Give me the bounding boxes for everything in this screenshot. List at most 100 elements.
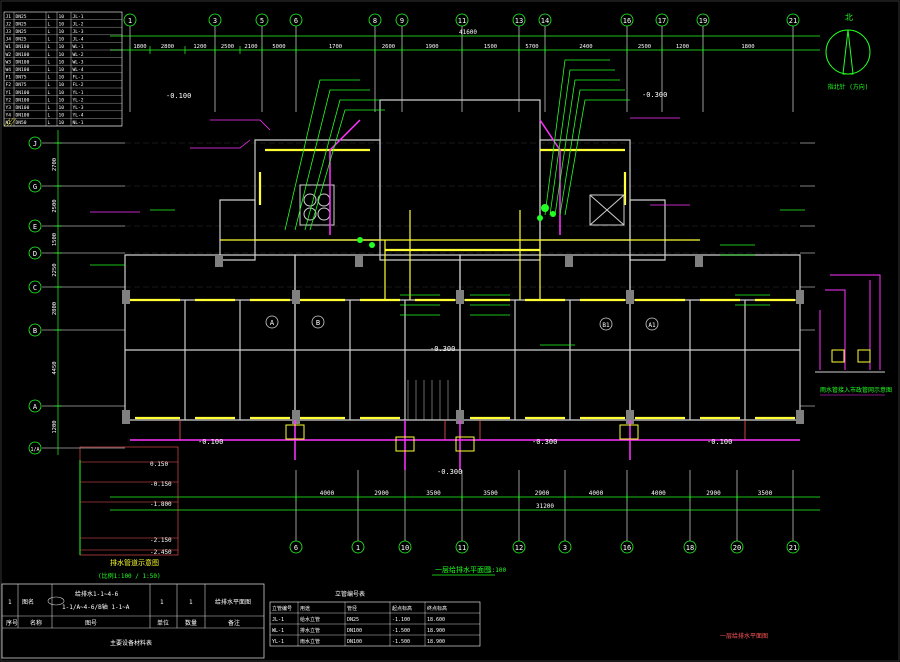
dim-text-left: 4450 xyxy=(52,361,58,374)
pipe-table-cell: DN25 xyxy=(16,14,27,20)
dim-text-top: 1200 xyxy=(676,44,689,50)
pipe-table-hatch xyxy=(3,118,11,127)
pipe-table-cell: N1 xyxy=(6,120,12,126)
title-block-header: 单位 xyxy=(157,619,169,627)
axis-bubble-top xyxy=(455,13,469,27)
pipe-table-cell: 10 xyxy=(59,82,65,88)
axis-bubble-top xyxy=(208,13,222,27)
axis-label-bottom: 11 xyxy=(458,544,466,552)
riser-detail-box xyxy=(857,349,871,363)
axis-bubble-bottom xyxy=(512,540,526,554)
elevation-marks: -0.100 -0.300 -0.100 -0.300 -0.100 -0.30… xyxy=(166,91,732,476)
riser-table-header: 用途 xyxy=(300,605,310,612)
small-legend-title: 排水管道示意图 xyxy=(110,558,159,567)
riser-detail-label: 雨水管接入市政管网示意图 xyxy=(820,386,892,394)
level-label: -0.100 xyxy=(166,92,191,100)
axis-label-bottom: 18 xyxy=(686,544,694,552)
axis-label-left: E xyxy=(33,223,37,231)
column xyxy=(695,255,703,267)
axis-bubble-left xyxy=(28,323,42,337)
title-block-cell: 1 xyxy=(8,599,12,606)
dim-text-top: 2800 xyxy=(161,44,174,50)
room-tag-circle xyxy=(311,315,325,329)
level-label: -0.300 xyxy=(437,468,462,476)
axis-bubble-left xyxy=(28,136,42,150)
riser-table-cell: DN25 xyxy=(347,617,359,623)
room-tags: A B B1 A1 xyxy=(265,315,659,331)
window-core xyxy=(258,148,627,252)
dim-text-left: 1200 xyxy=(52,420,58,433)
dim-text-bottom: 4000 xyxy=(589,490,604,497)
elevator-left-car xyxy=(303,193,317,207)
axis-label-bottom: 6 xyxy=(294,544,298,552)
axis-bubble-left xyxy=(28,399,42,413)
elevator-right-cross xyxy=(589,194,625,226)
axis-label-top: 16 xyxy=(623,17,631,25)
riser-table-cell: -1.500 xyxy=(392,628,410,634)
pipe-table-cell: L xyxy=(48,105,51,111)
drain-pipes xyxy=(130,119,800,470)
title-block-footer: 主要设备材料表 xyxy=(110,639,152,647)
room-tag-circle xyxy=(645,317,659,331)
column xyxy=(122,410,130,424)
axis-bubble-top xyxy=(368,13,382,27)
axis-label-top: 21 xyxy=(789,17,797,25)
axis-label-top: 13 xyxy=(515,17,523,25)
pipe-table-cell: W3 xyxy=(6,59,12,65)
pipe-table-cell: L xyxy=(48,14,51,20)
axis-label-left: 1/A xyxy=(30,447,39,453)
axis-label-left: J xyxy=(33,140,37,148)
axis-bubble-bottom xyxy=(683,540,697,554)
column xyxy=(215,255,223,267)
column xyxy=(292,290,300,304)
title-block-cell: 给排水平面图 xyxy=(215,598,251,606)
dim-text-left: 2700 xyxy=(52,158,58,171)
pipe-table-cell: DN50 xyxy=(16,120,27,126)
dim-text-bottom-total: 31200 xyxy=(536,503,554,510)
pipe-table-cell: YL-1 xyxy=(73,90,84,96)
water-pipes xyxy=(220,210,700,300)
pipe-table-cell: YL-2 xyxy=(73,97,84,103)
axis-bubble-bottom xyxy=(558,540,572,554)
axis-label-top: 5 xyxy=(260,17,264,25)
dim-text-bottom: 2900 xyxy=(535,490,550,497)
dim-text-left: 2250 xyxy=(52,263,58,276)
axis-label-left: C xyxy=(33,284,37,292)
pipe-table-cell: L xyxy=(48,29,51,35)
axis-bubble-left xyxy=(28,179,42,193)
dim-text-top: 1700 xyxy=(329,44,342,50)
north-needle xyxy=(842,29,854,75)
pipe-table-cell: Y4 xyxy=(6,113,12,119)
pipe-table-cell: WL-4 xyxy=(73,67,84,73)
axis-bubble-top xyxy=(395,13,409,27)
small-legend-level-label: -1.800 xyxy=(150,501,172,508)
riser-table-cell: 给水立管 xyxy=(300,616,320,623)
pipe-table-cell: J2 xyxy=(6,21,12,27)
pipe-table-cell: 10 xyxy=(59,97,65,103)
riser-table-cell: 18.900 xyxy=(427,628,445,634)
drain-pipe-riser xyxy=(329,119,561,235)
pipe-table-cell: JL-2 xyxy=(73,21,84,27)
column xyxy=(565,255,573,267)
axis-bubble-bottom xyxy=(786,540,800,554)
pipe-table-cell: DN25 xyxy=(16,21,27,27)
axis-label-top: 6 xyxy=(294,17,298,25)
column xyxy=(456,290,464,304)
dim-text-bottom: 2900 xyxy=(374,490,389,497)
pipe-table-cell: 10 xyxy=(59,14,65,20)
riser-table-cell: YL-1 xyxy=(272,639,284,645)
water-pipe-branch xyxy=(384,210,541,300)
title-block-header: 名称 xyxy=(30,619,42,627)
pipe-table-cell: 10 xyxy=(59,105,65,111)
manhole xyxy=(619,424,639,440)
partition-walls xyxy=(125,299,800,420)
pipe-table-cell: L xyxy=(48,52,51,58)
small-legend-level-label: -0.150 xyxy=(150,481,172,488)
dim-text-bottom: 3500 xyxy=(483,490,498,497)
riser-table-cell: 18.900 xyxy=(427,639,445,645)
small-legend-level-label: 0.150 xyxy=(150,461,168,468)
dim-text-top: 1800 xyxy=(741,44,754,50)
pipe-table-cell: DN100 xyxy=(16,59,30,65)
pipe-table-cell: 10 xyxy=(59,21,65,27)
leader-lines xyxy=(90,59,805,346)
